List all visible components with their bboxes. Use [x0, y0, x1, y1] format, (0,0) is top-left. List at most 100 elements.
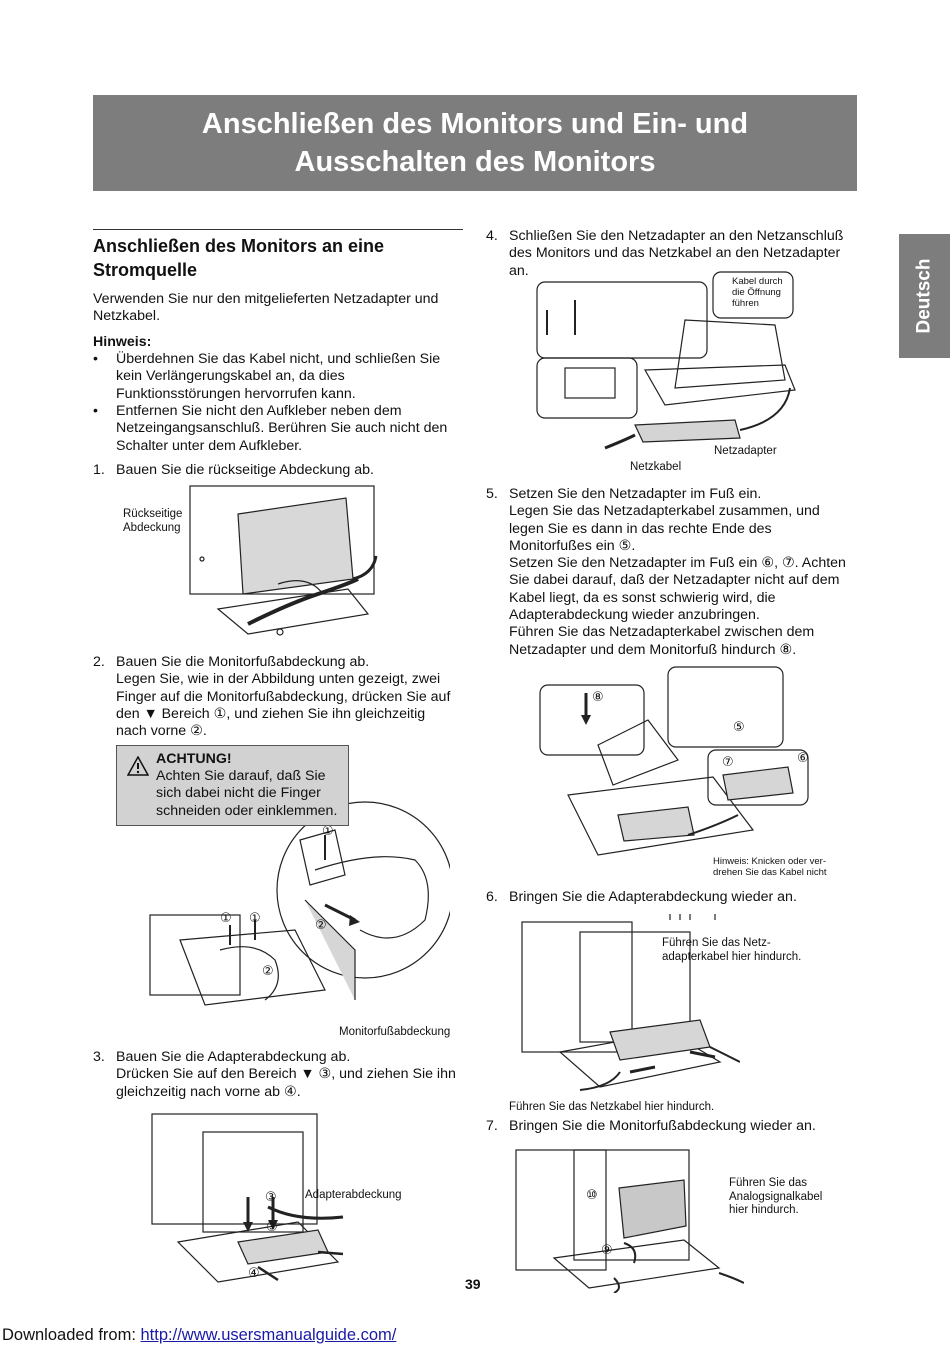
step5-text: Setzen Sie den Netzadapter im Fuß ein. L… — [509, 486, 846, 659]
marker-7: ⑦ — [722, 754, 734, 769]
step4-illustration — [535, 270, 805, 470]
step5-line: Monitorfußes ein ⑤. — [509, 537, 636, 554]
step4-number: 4. — [486, 228, 498, 244]
label-line: Analogsignalkabel — [729, 1190, 823, 1203]
step3-line: Bauen Sie die Adapterabdeckung ab. — [116, 1049, 351, 1065]
marker-6: ⑥ — [797, 750, 809, 765]
step6-text: Bringen Sie die Adapterabdeckung wieder … — [509, 889, 797, 905]
bullet-dot: • — [93, 403, 98, 419]
step7-label: Führen Sie das Analogsignalkabel hier hi… — [729, 1177, 822, 1218]
marker-1: ① — [220, 910, 232, 925]
step2-figure-label: Monitorfußabdeckung — [339, 1026, 451, 1038]
step6-illustration — [520, 912, 740, 1097]
footer-link[interactable]: http://www.usersmanualguide.com/ — [140, 1326, 397, 1344]
marker-10: ⑩ — [586, 1187, 598, 1202]
step6-number: 6. — [486, 889, 498, 905]
step4-text: Schließen Sie den Netzadapter an den Net… — [509, 228, 843, 280]
marker-9: ⑨ — [601, 1242, 613, 1257]
label-line: Führen Sie das — [729, 1177, 807, 1189]
bullet-line: Netzeingangsanschluß. Berühren Sie auch … — [116, 420, 448, 437]
step2-line: nach vorne ②. — [116, 723, 207, 740]
step1-number: 1. — [93, 462, 105, 478]
step5-line: Setzen Sie den Netzadapter im Fuß ein ⑥,… — [509, 555, 846, 572]
bullet-line: Entfernen Sie nicht den Aufkleber neben … — [116, 403, 402, 419]
step2-text: Bauen Sie die Monitorfußabdeckung ab. Le… — [116, 654, 450, 740]
step3-line: gleichzeitig nach vorne ab ④. — [116, 1083, 301, 1100]
step5-line: Setzen Sie den Netzadapter im Fuß ein. — [509, 486, 762, 502]
intro-line: Netzkabel. — [93, 308, 161, 325]
callout-line: die Öffnung — [732, 287, 781, 298]
label-line: Führen Sie das Netz- — [662, 937, 771, 949]
step4-callout: Kabel durch die Öffnung führen — [732, 276, 783, 309]
page-title-line2: Ausschalten des Monitors — [294, 146, 656, 178]
caution-line: Achten Sie darauf, daß Sie — [156, 768, 326, 784]
step4-line: an. — [509, 262, 529, 279]
step5-line: legen Sie es dann in das rechte Ende des — [509, 520, 772, 537]
marker-3: ③ — [266, 1219, 278, 1234]
step5-line: Adapterabdeckung wieder anzubringen. — [509, 607, 760, 624]
warning-icon — [127, 756, 149, 776]
hinweis-bullet-2: Entfernen Sie nicht den Aufkleber neben … — [116, 403, 447, 455]
note-line: Hinweis: Knicken oder ver- — [713, 856, 826, 867]
marker-2: ② — [262, 963, 274, 978]
step5-illustration — [538, 665, 813, 857]
step4-adapter-label: Netzadapter — [714, 445, 777, 457]
caution-text: Achten Sie darauf, daß Sie sich dabei ni… — [156, 768, 337, 820]
step5-number: 5. — [486, 486, 498, 502]
marker-5: ⑤ — [733, 719, 745, 734]
hinweis-label: Hinweis: — [93, 334, 152, 350]
bullet-dot: • — [93, 351, 98, 367]
step5-line: Sie dabei darauf, daß der Netzadapter ni… — [509, 572, 840, 589]
step6-top-label: Führen Sie das Netz- adapterkabel hier h… — [662, 937, 801, 964]
step1-illustration — [188, 484, 388, 644]
step4-cable-label: Netzkabel — [630, 461, 682, 473]
marker-1: ① — [249, 910, 261, 925]
step7-illustration — [514, 1148, 744, 1293]
step6-bottom-label: Führen Sie das Netzkabel hier hindurch. — [509, 1101, 715, 1113]
language-tab-label: Deutsch — [913, 258, 935, 334]
step7-number: 7. — [486, 1118, 498, 1134]
step1-text: Bauen Sie die rückseitige Abdeckung ab. — [116, 462, 374, 478]
bullet-line: Überdehnen Sie das Kabel nicht, und schl… — [116, 351, 441, 367]
label-line: Abdeckung — [123, 521, 181, 534]
section-heading-line1: Anschließen des Monitors an eine — [93, 236, 385, 256]
step4-line: Schließen Sie den Netzadapter an den Net… — [509, 228, 844, 244]
step5-line: Führen Sie das Netzadapterkabel zwischen… — [509, 624, 815, 641]
step3-text: Bauen Sie die Adapterabdeckung ab. Drück… — [116, 1049, 456, 1101]
step2-line: den ▼ Bereich ①, und ziehen Sie ihn glei… — [116, 705, 426, 722]
callout-line: Kabel durch — [732, 276, 783, 287]
caution-line: sich dabei nicht die Finger — [156, 785, 321, 802]
step2-illustration — [145, 800, 450, 1025]
hinweis-bullet-1: Überdehnen Sie das Kabel nicht, und schl… — [116, 351, 440, 403]
step2-line: Bauen Sie die Monitorfußabdeckung ab. — [116, 654, 370, 670]
bullet-line: kein Verlängerungskabel an, da dies — [116, 368, 345, 385]
marker-8: ⑧ — [592, 689, 604, 704]
note-line: drehen Sie das Kabel nicht — [713, 867, 827, 878]
step3-illustration — [148, 1112, 348, 1284]
language-tab: Deutsch — [899, 234, 950, 358]
bullet-line: Schalter unter dem Aufkleber. — [116, 437, 303, 454]
step4-line: des Monitors und das Netzkabel an den Ne… — [509, 245, 841, 262]
download-footer: Downloaded from: http://www.usersmanualg… — [2, 1326, 396, 1345]
caution-title: ACHTUNG! — [156, 751, 232, 767]
marker-2: ② — [315, 917, 327, 932]
section-heading-line2: Stromquelle — [93, 260, 198, 280]
step7-text: Bringen Sie die Monitorfußabdeckung wied… — [509, 1118, 816, 1134]
step5-note: Hinweis: Knicken oder ver- drehen Sie da… — [713, 856, 827, 878]
intro-text: Verwenden Sie nur den mitgelieferten Net… — [93, 291, 438, 326]
callout-line: führen — [732, 298, 759, 309]
marker-1: ① — [322, 823, 334, 838]
step3-number: 3. — [93, 1049, 105, 1065]
step3-line: Drücken Sie auf den Bereich ▼ ③, und zie… — [116, 1066, 456, 1083]
section-heading: Anschließen des Monitors an eine Stromqu… — [93, 234, 384, 282]
step2-line: Finger auf die Monitorfußabdeckung, drüc… — [116, 688, 451, 705]
label-line: Rückseitige — [123, 508, 183, 520]
step2-number: 2. — [93, 654, 105, 670]
marker-4: ④ — [248, 1265, 260, 1280]
step5-line: Kabel liegt, da es sonst schwierig wird,… — [509, 589, 776, 606]
page-title-band: Anschließen des Monitors und Ein- und Au… — [93, 95, 857, 191]
intro-line: Verwenden Sie nur den mitgelieferten Net… — [93, 291, 439, 307]
page-title-line1: Anschließen des Monitors und Ein- und — [201, 108, 749, 140]
step5-line: Netzadapter und dem Monitorfuß hindurch … — [509, 641, 797, 658]
bullet-line: Funktionsstörungen hervorrufen kann. — [116, 385, 356, 402]
